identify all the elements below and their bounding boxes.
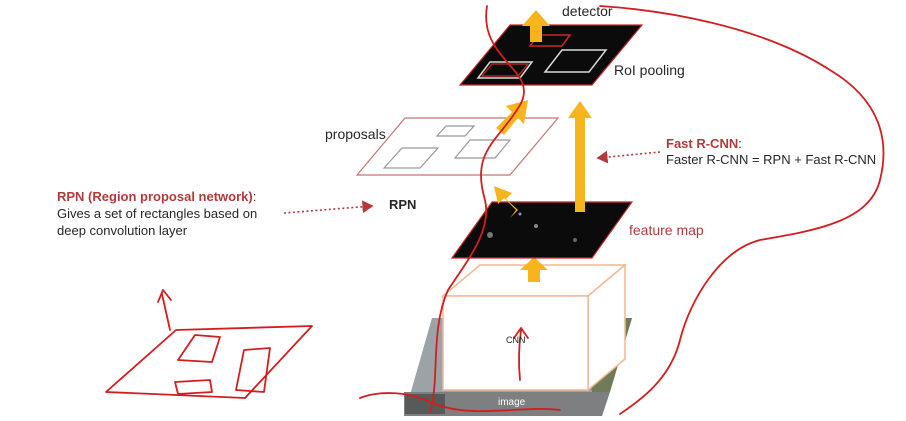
fast-rcnn-callout: Fast R-CNN:: [666, 136, 742, 152]
cnn-box: [440, 263, 628, 392]
fast-rcnn-callout-arrow: [596, 150, 661, 164]
ink-loop-around-pipeline: [429, 5, 525, 413]
feature-map: [450, 201, 634, 259]
rpn-title: RPN (Region proposal network): [57, 189, 253, 204]
ink-sketch-box-1: [177, 334, 221, 363]
arrow-feature-map-to-rpn: [494, 186, 518, 218]
ink-sketch-box-2: [235, 347, 271, 393]
proposals-plane: [355, 117, 560, 176]
ink-bottom-swoosh: [359, 392, 561, 413]
feature-map-label: feature map: [629, 222, 704, 238]
arrow-feature-map-to-roi-pooling: [568, 101, 592, 212]
arrow-cnn-to-feature-map: [520, 257, 548, 282]
arrow-roi-pooling-to-detector: [522, 10, 550, 42]
proposals-label: proposals: [325, 126, 386, 142]
ink-center-stroke: [513, 327, 529, 381]
rpn-callout-arrow: [283, 200, 374, 214]
ink-big-outline: [599, 5, 885, 415]
rpn-desc-line1: Gives a set of rectangles based on: [57, 206, 258, 221]
image-label: image: [498, 397, 526, 408]
detector-label: detector: [562, 3, 613, 19]
roi-pooling-label: RoI pooling: [614, 62, 685, 78]
ink-sketch-box-3: [174, 379, 213, 395]
rpn-label: RPN: [389, 197, 417, 212]
ink-sketch-plane: [105, 325, 313, 399]
rpn-callout: RPN (Region proposal network):: [57, 189, 257, 205]
rpn-desc-line2: deep convolution layer: [57, 223, 188, 238]
fast-rcnn-title-suffix: :: [738, 136, 742, 151]
fast-rcnn-title: Fast R-CNN: [666, 136, 739, 151]
handwritten-annotations: [105, 5, 885, 415]
ink-sketch-arrow-up: [157, 289, 172, 331]
cnn-label: CNN: [506, 335, 526, 345]
rpn-title-suffix: :: [252, 189, 257, 204]
fast-rcnn-formula: Faster R-CNN = RPN + Fast R-CNN: [666, 152, 877, 167]
